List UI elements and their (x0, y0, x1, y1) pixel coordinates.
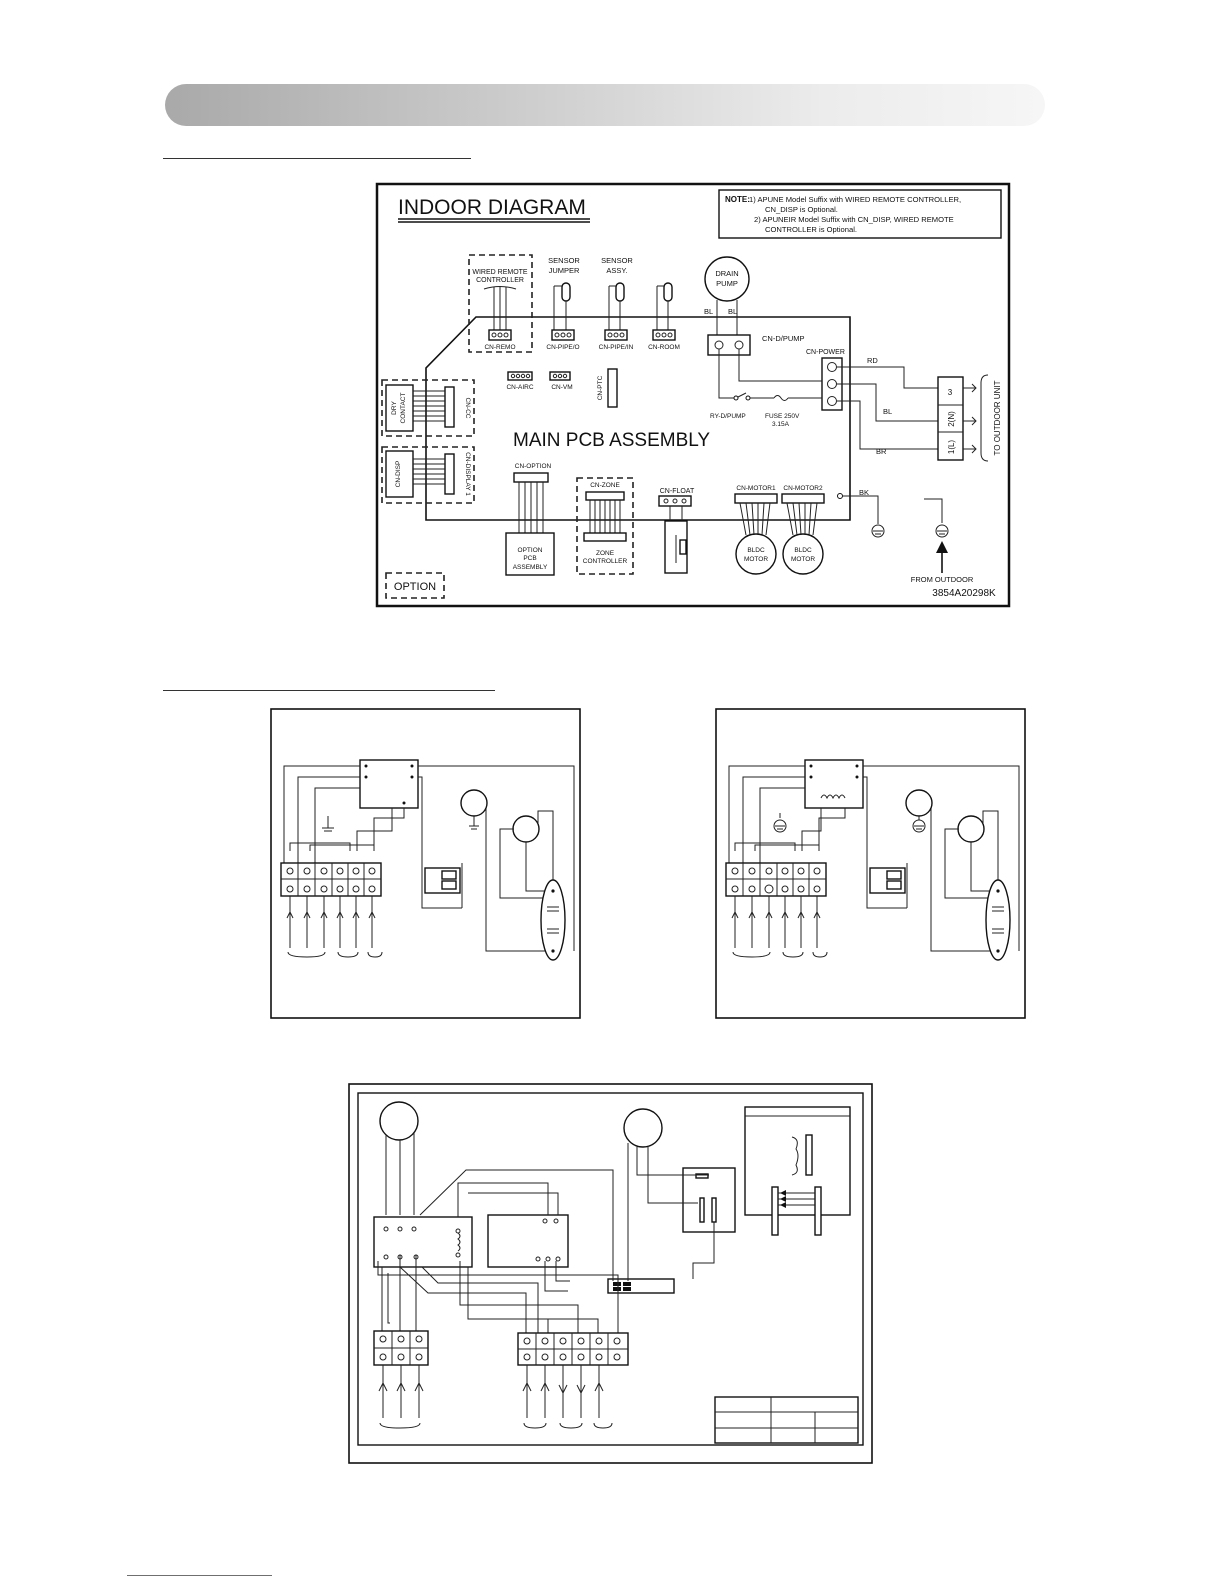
svg-text:FUSE 250V: FUSE 250V (765, 413, 800, 420)
svg-text:OPTION: OPTION (518, 547, 543, 554)
footer-link-underline (127, 1575, 272, 1576)
cn-airc: CN-AIRC (506, 371, 534, 391)
svg-text:JUMPER: JUMPER (549, 266, 580, 275)
svg-text:BR: BR (876, 447, 887, 456)
indoor-diagram-title: INDOOR DIAGRAM (398, 196, 586, 219)
svg-text:CN-D/PUMP: CN-D/PUMP (762, 334, 805, 343)
cn-power-connector: CN-POWER (806, 349, 845, 411)
svg-text:RY-D/PUMP: RY-D/PUMP (710, 413, 746, 420)
svg-text:SENSOR: SENSOR (601, 256, 633, 265)
section-heading-rule (163, 158, 471, 159)
svg-text:ASSEMBLY: ASSEMBLY (513, 564, 548, 571)
outdoor-terminal-block: 3 2(N) 1(L) (937, 376, 964, 461)
svg-text:BL: BL (704, 307, 713, 316)
svg-text:MOTOR: MOTOR (744, 556, 768, 563)
svg-text:BLDC: BLDC (794, 547, 812, 554)
svg-text:CN-ROOM: CN-ROOM (648, 344, 680, 351)
svg-text:CN-CC: CN-CC (464, 398, 471, 419)
cn-ptc: CN-PTC (597, 368, 618, 408)
svg-text:CN-PIPE/IN: CN-PIPE/IN (599, 344, 634, 351)
main-pcb-label: MAIN PCB ASSEMBLY (513, 430, 710, 451)
note-box: NOTE: 1) APUNE Model Suffix with WIRED R… (718, 189, 1002, 239)
svg-text:CN-DISP: CN-DISP (395, 461, 402, 488)
sensor-assy: SENSOR ASSY. CN-PIPE/IN (599, 256, 634, 351)
svg-text:BK: BK (859, 488, 869, 497)
option-legend: OPTION (385, 572, 445, 599)
svg-text:WIRED REMOTE: WIRED REMOTE (472, 269, 528, 276)
zone-controller-option: CN-ZONE ZONE CONTROLLER (576, 477, 634, 575)
svg-text:CN-MOTOR2: CN-MOTOR2 (783, 485, 823, 492)
section-heading-rule (163, 690, 495, 691)
svg-text:BLDC: BLDC (747, 547, 765, 554)
indoor-diagram: INDOOR DIAGRAM NOTE: 1) APUNE Model Suff… (375, 182, 1011, 608)
svg-text:NOTE:: NOTE: (725, 195, 750, 204)
svg-text:2(N): 2(N) (947, 411, 956, 427)
svg-text:CN-PIPE/O: CN-PIPE/O (546, 344, 579, 351)
svg-text:CN-POWER: CN-POWER (806, 349, 845, 356)
svg-text:OPTION: OPTION (394, 581, 436, 593)
wiring-diagram-right (715, 708, 1026, 1019)
dry-contact-option: DRY CONTACT CN-CC (381, 379, 475, 437)
svg-text:3: 3 (948, 388, 953, 397)
svg-text:CN-OPTION: CN-OPTION (515, 463, 552, 470)
arrow-up-icon (936, 541, 948, 553)
svg-text:2) APUNEIR Model Suffix with C: 2) APUNEIR Model Suffix with CN_DISP, WI… (754, 215, 954, 224)
ground-icon (912, 819, 926, 833)
ground-icon (871, 524, 885, 538)
svg-text:PCB: PCB (523, 555, 536, 562)
svg-text:ZONE: ZONE (596, 550, 615, 557)
svg-text:1(L): 1(L) (947, 440, 956, 455)
svg-text:3.15A: 3.15A (772, 421, 790, 428)
svg-text:CN-FLOAT: CN-FLOAT (660, 488, 695, 495)
svg-text:DRY: DRY (391, 401, 398, 415)
svg-text:CN-PTC: CN-PTC (597, 375, 604, 400)
wired-remote-controller: WIRED REMOTE CONTROLLER CN-REMO (468, 254, 533, 353)
ground-icon (935, 524, 949, 538)
svg-text:DRAIN: DRAIN (715, 269, 738, 278)
cn-motor2: CN-MOTOR2 BLDC MOTOR (781, 485, 825, 575)
svg-text:CONTROLLER: CONTROLLER (583, 558, 628, 565)
svg-text:PUMP: PUMP (716, 279, 738, 288)
wiring-diagram-bottom (348, 1083, 873, 1464)
ground-icon (773, 819, 787, 833)
room-sensor: CN-ROOM (648, 282, 680, 351)
svg-text:CN-VM: CN-VM (551, 384, 572, 391)
svg-text:CN_DISP is Optional.: CN_DISP is Optional. (765, 205, 838, 214)
svg-text:CN-ZONE: CN-ZONE (590, 482, 620, 489)
main-pcb-outline (425, 316, 851, 521)
svg-text:ASSY.: ASSY. (606, 266, 627, 275)
float-switch: CN-FLOAT (658, 488, 695, 574)
cn-vm: CN-VM (549, 371, 573, 391)
sensor-jumper: SENSOR JUMPER CN-PIPE/O (546, 256, 580, 351)
cn-motor1: CN-MOTOR1 BLDC MOTOR (734, 485, 778, 575)
to-outdoor-label: TO OUTDOOR UNIT (993, 380, 1002, 455)
svg-text:CN-REMO: CN-REMO (484, 344, 515, 351)
svg-text:FROM OUTDOOR: FROM OUTDOOR (911, 575, 974, 584)
section-header-bar (165, 84, 1045, 126)
svg-text:CN-DISPLAY 1: CN-DISPLAY 1 (464, 452, 471, 496)
wiring-diagram-left (270, 708, 581, 1019)
svg-text:SENSOR: SENSOR (548, 256, 580, 265)
svg-text:CONTROLLER: CONTROLLER (476, 277, 524, 284)
svg-text:MOTOR: MOTOR (791, 556, 815, 563)
option-pcb-assembly: CN-OPTION OPTION PCB ASSEMBLY (505, 463, 555, 576)
part-number: 3854A20298K (932, 588, 996, 599)
svg-text:CONTACT: CONTACT (400, 393, 407, 424)
svg-text:CN-AIRC: CN-AIRC (506, 384, 533, 391)
svg-text:1) APUNE Model Suffix with WI: 1) APUNE Model Suffix with WIRED REMOTE … (749, 195, 961, 204)
svg-text:RD: RD (867, 356, 878, 365)
svg-text:BL: BL (728, 307, 737, 316)
svg-text:BL: BL (883, 407, 892, 416)
display-option: CN-DISP CN-DISPLAY 1 (381, 446, 475, 504)
svg-text:CN-MOTOR1: CN-MOTOR1 (736, 485, 776, 492)
svg-text:CONTROLLER is Optional.: CONTROLLER is Optional. (765, 225, 857, 234)
